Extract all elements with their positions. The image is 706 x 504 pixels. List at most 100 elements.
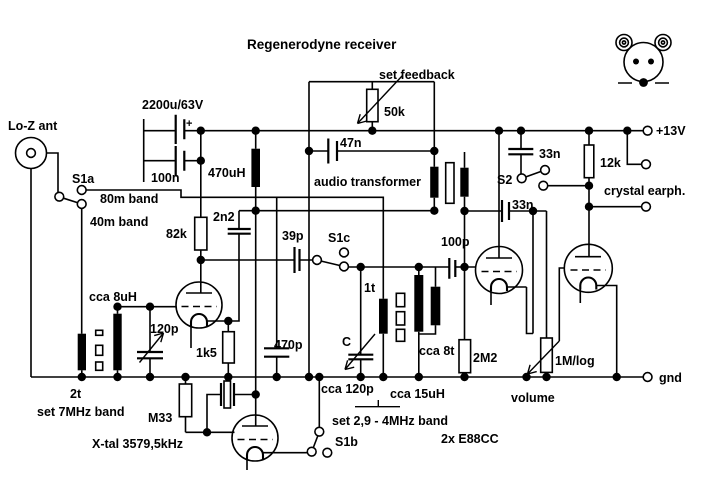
- cap-33n-a-icon: [508, 147, 534, 156]
- label-lo-z-ant: Lo-Z ant: [8, 119, 58, 133]
- mouse-ear-icon: [615, 33, 633, 52]
- label-39p: 39p: [282, 229, 304, 243]
- label-cca-15uh: cca 15uH: [390, 387, 445, 401]
- cap-120p-icon: [137, 350, 163, 360]
- label-m33: M33: [148, 411, 172, 425]
- band-80m-wire: [86, 189, 385, 299]
- text-labels: Regenerodyne receiver Lo-Z ant S1a 80m b…: [8, 37, 686, 451]
- tube-v4-triode: [563, 243, 614, 303]
- core-mid-icon: [395, 292, 406, 308]
- label-gnd: gnd: [659, 371, 682, 385]
- label-120p: 120p: [150, 322, 179, 336]
- core-mid-icon: [395, 310, 406, 326]
- label-s1b: S1b: [335, 435, 358, 449]
- terminal-earphone-bottom: [640, 201, 652, 212]
- v2-cathode-wires: [263, 377, 321, 454]
- label-s1a: S1a: [72, 172, 95, 186]
- cap-c-arrow-icon: [344, 333, 376, 371]
- label-plus: +: [186, 118, 192, 130]
- page-title: Regenerodyne receiver: [247, 37, 397, 52]
- winding-2t-icon: [77, 333, 86, 371]
- label-100p: 100p: [441, 235, 470, 249]
- label-s2: S2: [497, 173, 512, 187]
- antenna-wires: [30, 152, 59, 377]
- label-xtal: X-tal 3579,5kHz: [92, 437, 183, 451]
- label-80m-band: 80m band: [100, 192, 158, 206]
- s1a-pole: [54, 191, 65, 202]
- coupling-33n-wires: [464, 210, 547, 335]
- cap-100p-icon: [448, 258, 457, 279]
- cap-470p-icon: [264, 347, 290, 358]
- s2-pole: [516, 173, 527, 184]
- label-cca-120p: cca 120p: [321, 382, 374, 396]
- mouse-eye-icon: [648, 58, 654, 65]
- core-left-icon: [94, 344, 104, 357]
- audio-core-icon: [444, 161, 455, 205]
- cap-2200u-icon: [174, 114, 186, 144]
- mid-transformer-wires: [382, 325, 437, 377]
- adjust-arrows: [138, 75, 560, 408]
- audio-transformer-wires: [433, 81, 466, 377]
- terminal-earphone-top: [640, 159, 652, 170]
- label-33n-b: 33n: [512, 198, 534, 212]
- cap-c-icon: [348, 353, 374, 361]
- v1-plate-wires: [200, 130, 313, 293]
- cap-39p-icon: [293, 247, 301, 273]
- label-1t: 1t: [364, 281, 376, 295]
- mouse-eye-icon: [633, 58, 639, 65]
- winding-1t-icon: [379, 298, 388, 334]
- feedback-arrow-icon: [356, 75, 404, 125]
- label-set-7mhz: set 7MHz band: [37, 405, 125, 419]
- label-13v: +13V: [656, 124, 686, 138]
- volume-arrow-icon: [526, 340, 560, 375]
- terminal-gnd: [642, 371, 653, 383]
- resistor-m33-icon: [178, 383, 193, 418]
- s1a-contact-40m: [76, 198, 87, 210]
- capacitor-plates: [137, 114, 534, 406]
- s2-contact-top: [539, 164, 551, 176]
- resistor-bodies: [178, 88, 595, 418]
- label-1k5: 1k5: [196, 346, 217, 360]
- cap-2n2-icon: [227, 227, 251, 235]
- cap-100n-icon: [174, 146, 186, 176]
- core-mid-icon: [395, 328, 406, 343]
- tube-v2-triode: [231, 414, 279, 470]
- s1c-contact-top: [338, 247, 350, 258]
- choke-470uh-icon: [251, 148, 260, 187]
- label-2200u: 2200u/63V: [142, 98, 204, 112]
- label-2t: 2t: [70, 387, 82, 401]
- switch-s1a: [54, 184, 87, 210]
- crystal-plates-icon: [219, 383, 236, 406]
- output-wires: [520, 130, 642, 377]
- label-tubes: 2x E88CC: [441, 432, 499, 446]
- terminal-13v: [642, 125, 653, 136]
- s1a-contact-80m: [76, 184, 87, 196]
- mouse-ear-icon: [654, 33, 672, 52]
- input-tank-wires: [116, 305, 176, 377]
- switch-s2: [516, 164, 551, 191]
- cap-33n-b-icon: [500, 200, 511, 222]
- label-volume: volume: [511, 391, 555, 405]
- label-50k: 50k: [384, 105, 405, 119]
- label-s1c: S1c: [328, 231, 350, 245]
- label-47n: 47n: [340, 136, 362, 150]
- antenna-jack: [14, 136, 48, 170]
- cap-47n-icon: [327, 138, 339, 164]
- label-audio-transformer: audio transformer: [314, 175, 421, 189]
- switch-s1b: [306, 426, 333, 458]
- core-left-icon: [94, 329, 104, 337]
- crystal-body-icon: [223, 380, 232, 409]
- resistor-2m2-icon: [458, 338, 472, 374]
- label-2m2: 2M2: [473, 351, 497, 365]
- label-470uh: 470uH: [208, 166, 246, 180]
- resistor-12k-icon: [583, 144, 595, 179]
- pot-50k-icon: [365, 88, 379, 123]
- winding-15uh-icon: [414, 275, 424, 332]
- mouse-nose-icon: [639, 78, 648, 87]
- label-470p: 470p: [274, 338, 303, 352]
- label-40m-band: 40m band: [90, 215, 148, 229]
- label-1m-log: 1M/log: [555, 354, 595, 368]
- audio-secondary-icon: [460, 167, 469, 197]
